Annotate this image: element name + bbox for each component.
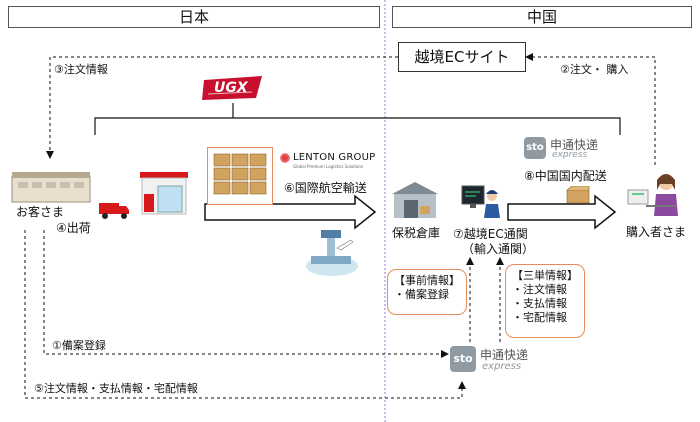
cargo-boxes-icon: [207, 147, 273, 205]
order-info-arrow: [46, 56, 398, 159]
label-buyer: 購入者さま: [626, 225, 687, 239]
ugx-bracket: [94, 103, 621, 135]
truck-icon: [98, 200, 130, 220]
region-japan: 日本: [8, 6, 380, 28]
ugx-logo: UGX: [200, 74, 266, 102]
airport-icon: [305, 226, 359, 278]
label-ship: ④出荷: [56, 221, 91, 235]
customer-building-icon: [10, 170, 92, 204]
label-register: ①備案登録: [52, 339, 106, 352]
buyer-icon: [626, 170, 686, 218]
label-customs-1: ⑦越境EC通関: [453, 227, 528, 241]
three-info-item: ・支払情報: [512, 297, 567, 310]
sto-logo-top: sto 申通快递 express: [524, 135, 604, 163]
label-bonded: 保税倉庫: [392, 226, 441, 240]
bonded-warehouse-icon: [390, 180, 440, 220]
info-arrow: [24, 230, 466, 399]
parcel-icon: [566, 186, 590, 204]
label-customer: お客さま: [16, 205, 65, 219]
sto-logo-bottom: sto 申通快递 express: [450, 344, 532, 378]
label-air-transport: ⑥国際航空輸送: [284, 181, 367, 195]
three-info-item: ・注文情報: [512, 283, 567, 296]
customs-officer-icon: [460, 184, 502, 220]
label-order-info: ③注文情報: [54, 63, 108, 76]
label-order-purchase: ②注文・ 購入: [560, 63, 629, 76]
domestic-delivery-arrow: [507, 194, 617, 230]
label-customs-2: （輸入通関）: [462, 242, 535, 256]
label-domestic-delivery: ⑧中国国内配送: [524, 169, 607, 183]
prior-info-box: 【事前情報】 ・備案登録: [387, 269, 467, 315]
prior-info-title: 【事前情報】: [394, 274, 460, 287]
prior-info-item: ・備案登録: [394, 288, 449, 301]
three-info-box: 【三単情報】 ・注文情報 ・支払情報 ・宅配情報: [505, 264, 585, 338]
ec-site-box: 越境ECサイト: [398, 42, 526, 72]
purchase-arrow: [525, 53, 656, 165]
lenton-logo: LENTON GROUP Global Premium Logistics So…: [280, 152, 382, 172]
three-info-item: ・宅配情報: [512, 311, 567, 324]
label-info: ⑤注文情報・支払情報・宅配情報: [34, 382, 198, 395]
post-office-icon: [136, 168, 192, 218]
three-info-title: 【三単情報】: [512, 269, 578, 282]
region-china: 中国: [392, 6, 692, 28]
